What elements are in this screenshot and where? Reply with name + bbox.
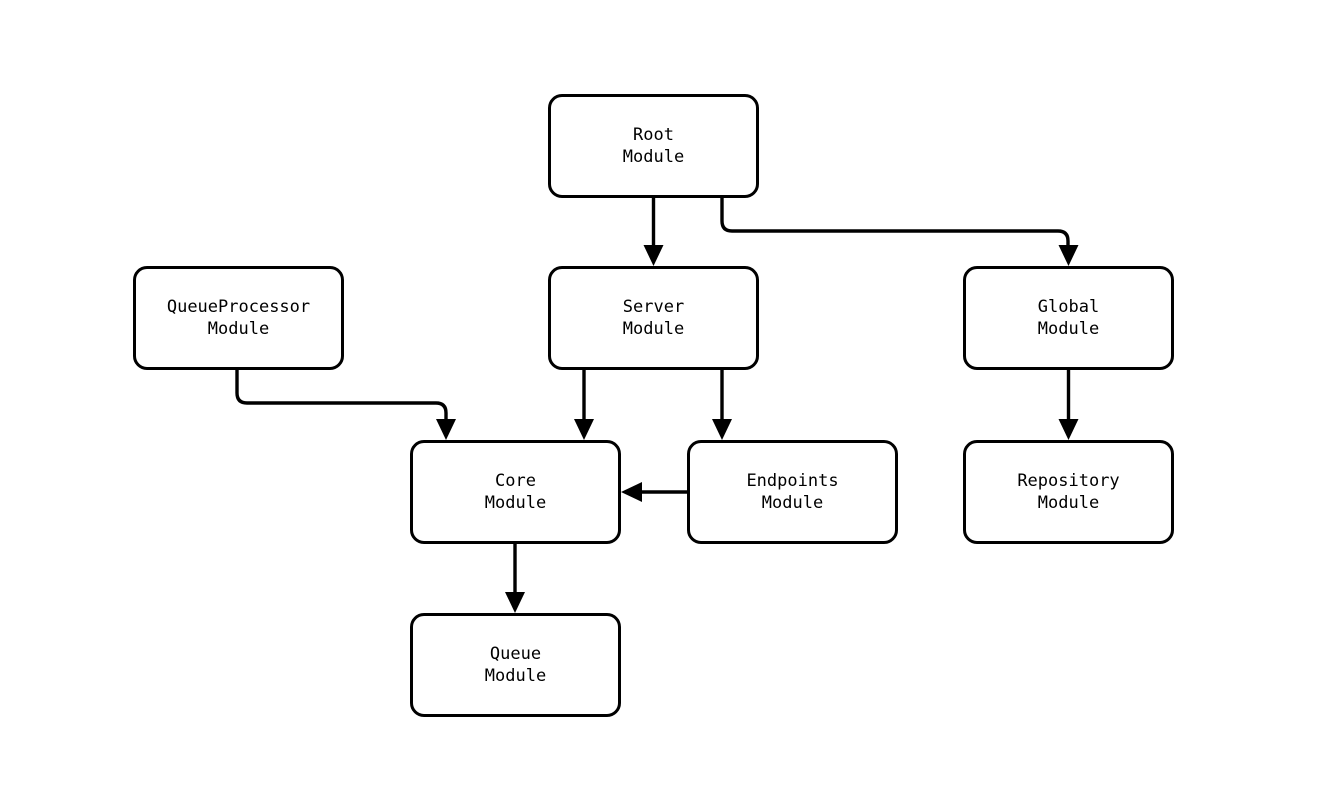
node-repository-module-label: Repository Module <box>1017 471 1120 513</box>
node-core-module-label: Core Module <box>484 471 547 513</box>
edge-endpoints-core <box>621 482 687 502</box>
node-server-module[interactable]: Server Module <box>548 266 759 370</box>
edge-root-global <box>720 198 1079 266</box>
node-server-module-label: Server Module <box>622 297 685 339</box>
edge-queueprocessor-core <box>235 370 456 440</box>
node-core-module[interactable]: Core Module <box>410 440 621 544</box>
edge-server-core <box>574 370 594 440</box>
node-queue-module-label: Queue Module <box>484 644 547 686</box>
edge-core-queue <box>505 544 525 613</box>
node-queueprocessor-module[interactable]: QueueProcessor Module <box>133 266 344 370</box>
edge-root-server <box>643 198 664 266</box>
edge-server-endpoints <box>712 370 732 440</box>
node-global-module-label: Global Module <box>1037 297 1100 339</box>
node-endpoints-module-label: Endpoints Module <box>746 471 839 513</box>
node-repository-module[interactable]: Repository Module <box>963 440 1174 544</box>
node-root-module[interactable]: Root Module <box>548 94 759 198</box>
node-global-module[interactable]: Global Module <box>963 266 1174 370</box>
node-queue-module[interactable]: Queue Module <box>410 613 621 717</box>
node-root-module-label: Root Module <box>622 125 685 167</box>
edge-global-repository <box>1058 370 1079 440</box>
node-endpoints-module[interactable]: Endpoints Module <box>687 440 898 544</box>
node-queueprocessor-module-label: QueueProcessor Module <box>166 297 311 339</box>
